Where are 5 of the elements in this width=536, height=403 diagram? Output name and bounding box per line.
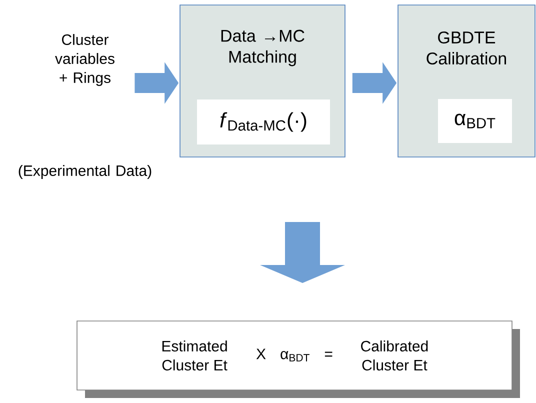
input-text: Cluster variables + Rings	[55, 34, 114, 86]
input-note: (Experimental Data)	[18, 165, 152, 179]
formula-box: f$_{Data-MC}$(·)	[197, 100, 330, 144]
formula-box: α$_{BDT}$	[438, 99, 512, 143]
result-box: Estimated Cluster Et X α$_{BDT}$ = Calibrated Cluster Et	[76, 320, 520, 398]
